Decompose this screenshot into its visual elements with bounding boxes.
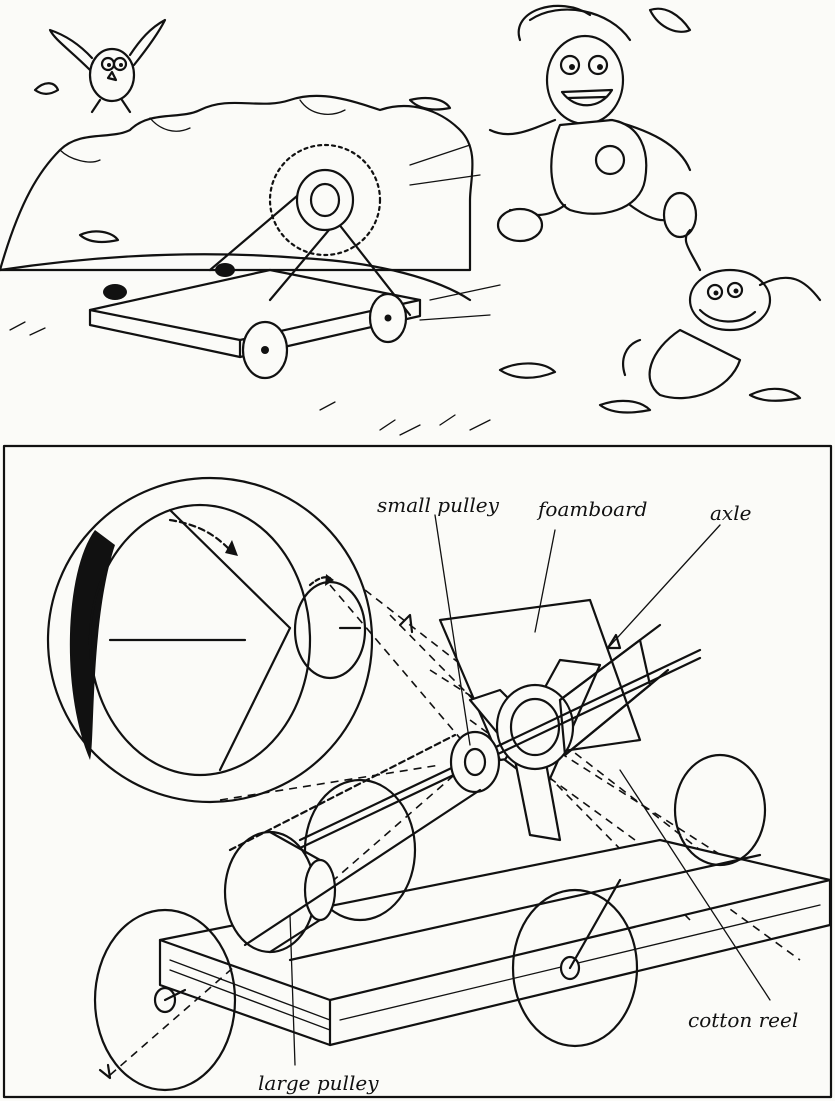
- bird: [48, 18, 167, 114]
- label-small-pulley: small pulley: [377, 493, 500, 517]
- leader-small-pulley: [434, 514, 471, 746]
- label-axle: axle: [710, 501, 751, 525]
- leaves: [33, 82, 802, 414]
- label-large-pulley: large pulley: [258, 1071, 379, 1095]
- leader-foamboard: [534, 529, 556, 633]
- dog: [622, 228, 822, 400]
- label-foamboard: foamboard: [536, 497, 647, 521]
- scene-car: [88, 143, 501, 380]
- cartoon-scene: [0, 4, 822, 436]
- pulley-inset: [46, 476, 374, 804]
- label-cotton-reel: cotton reel: [688, 1008, 798, 1032]
- leader-lines: [289, 514, 771, 1066]
- ground-line: [0, 253, 472, 302]
- bushes: [0, 94, 474, 272]
- running-boy: [488, 4, 698, 243]
- diagram-frame: [2, 444, 833, 1099]
- leader-axle: [607, 524, 721, 649]
- leader-cotton-reel: [619, 769, 771, 1001]
- leader-large-pulley: [289, 914, 296, 1066]
- main-car: [93, 598, 832, 1092]
- grass-strokes: [9, 321, 491, 436]
